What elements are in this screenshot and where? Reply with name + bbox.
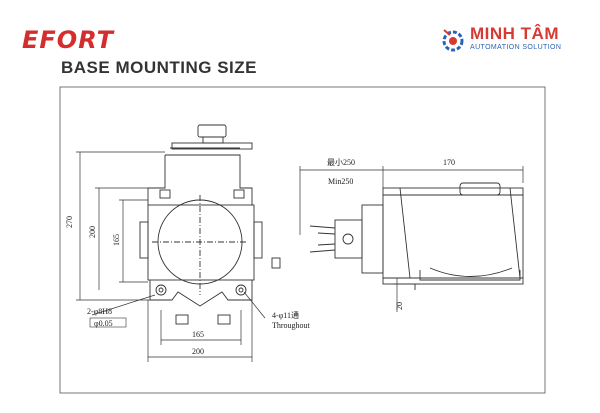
minh-tam-logo: MINH TÂM AUTOMATION SOLUTION xyxy=(440,24,590,60)
efort-logo: EFORT xyxy=(22,26,114,54)
callout-pin-tolerance: φ0.05 xyxy=(94,319,113,328)
tolerance-frame xyxy=(89,317,127,328)
dim-min-en: Min250 xyxy=(328,177,353,186)
dim-total-width: 200 xyxy=(192,347,204,356)
logo-name: MINH TÂM xyxy=(470,24,559,43)
dim-depth: 170 xyxy=(443,158,455,167)
dim-mid-height: 200 xyxy=(88,226,97,238)
callout-pin: 2-φ8H8 xyxy=(87,307,112,316)
gear-icon xyxy=(442,29,464,52)
side-dimension-lines xyxy=(299,166,524,312)
dim-total-height: 270 xyxy=(65,216,74,228)
logo-subtitle: AUTOMATION SOLUTION xyxy=(470,44,562,51)
callout-hole: 4-φ11通 xyxy=(272,310,299,320)
dim-inner-width: 165 xyxy=(192,330,204,339)
drawing-frame xyxy=(59,86,546,394)
dim-min-cn: 最小250 xyxy=(327,158,355,167)
front-dimension-lines xyxy=(76,151,266,362)
front-view xyxy=(139,124,281,325)
dim-inner-height: 165 xyxy=(112,234,121,246)
side-view xyxy=(309,182,524,290)
page-title: BASE MOUNTING SIZE xyxy=(61,58,258,77)
callout-hole-note: Throughout xyxy=(272,321,311,330)
dim-base: 20 xyxy=(395,302,404,310)
